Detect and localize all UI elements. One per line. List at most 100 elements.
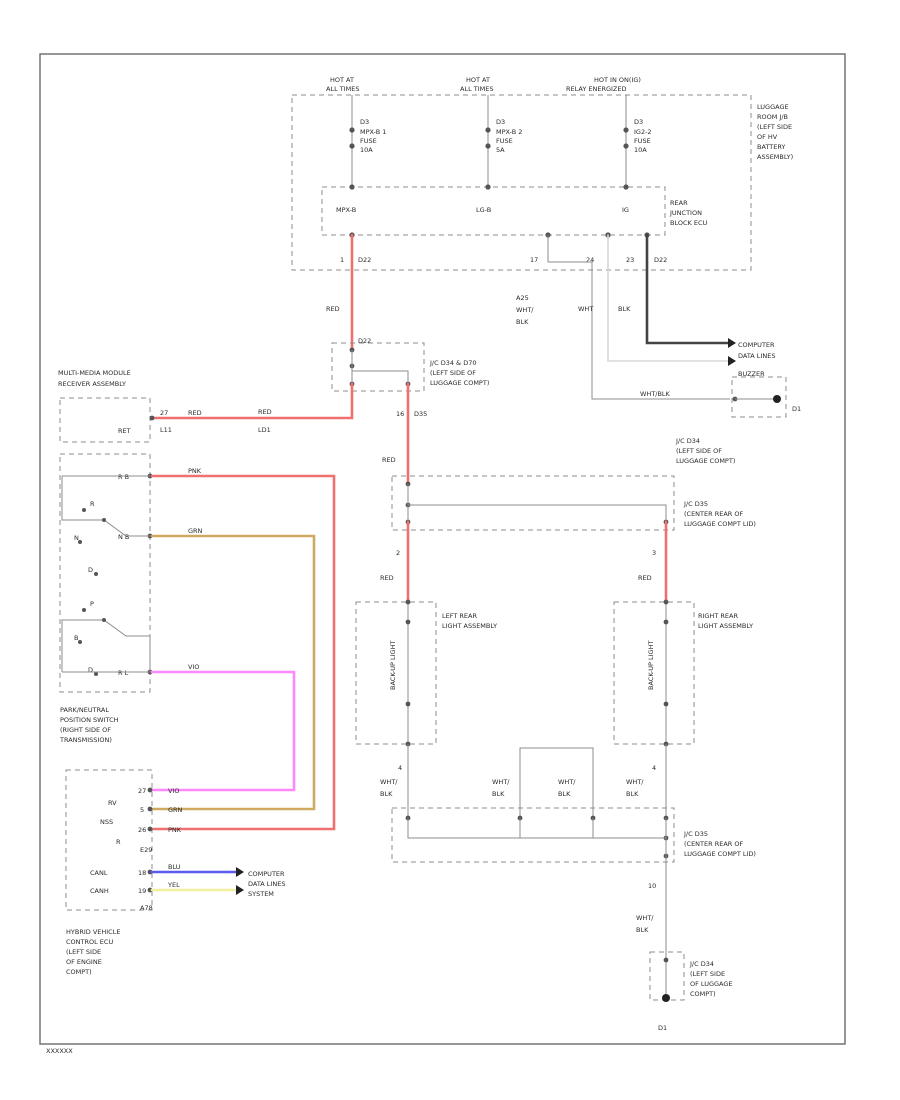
fuse2-rating: 5A: [496, 146, 505, 154]
rear-jb-line2: JUNCTION: [669, 209, 702, 217]
computer-system-3: SYSTEM: [248, 890, 274, 898]
computer-data-lines-2: DATA LINES: [738, 352, 775, 360]
pin-2-left: 2: [396, 549, 400, 557]
switch-pos-p: P: [90, 600, 94, 608]
wire-grn2-label: GRN: [168, 806, 183, 814]
arrow-computer-1: [728, 338, 736, 348]
arrow-computer-3: [236, 867, 244, 877]
jc2-line1: J/C D34: [675, 437, 700, 445]
wire-blu-label: BLU: [168, 863, 181, 871]
wire-wht-blk-1b: BLK: [516, 318, 529, 326]
fuse3-number: D3: [634, 118, 643, 126]
computer-system-2: DATA LINES: [248, 880, 285, 888]
switch-rl: R L: [118, 669, 129, 677]
footer-code: XXXXXX: [46, 1047, 73, 1055]
hot-label-3-top: HOT IN ON(IG): [594, 76, 641, 84]
wire-grn-label: GRN: [188, 527, 203, 535]
ground-d1-label: D1: [792, 405, 801, 413]
ecu-27: 27: [138, 787, 146, 795]
switch-nb: N B: [118, 533, 129, 541]
jc5-line4: COMPT): [690, 990, 716, 998]
fuse1-type: FUSE: [360, 137, 377, 145]
fuse1-number: D3: [360, 118, 369, 126]
rear-junction-block-box: [321, 186, 666, 236]
buzzer-label: BUZZER: [738, 370, 765, 378]
pn-line4: TRANSMISSION): [59, 736, 112, 744]
mm-line1: MULTI-MEDIA MODULE: [58, 369, 131, 377]
ecu-rv: RV: [108, 799, 117, 807]
conn-27: 27: [160, 409, 168, 417]
wire-vio: [148, 670, 296, 792]
right-rear-light-box: [613, 601, 695, 745]
jc4-line2: (CENTER REAR OF: [684, 840, 743, 848]
jc5-line2: (LEFT SIDE: [690, 970, 725, 978]
wire-red-multimedia: [152, 382, 354, 420]
luggage-jb-line6: ASSEMBLY): [757, 153, 793, 161]
jc-d35-box: [391, 807, 675, 863]
wire-a25: A25: [516, 294, 529, 302]
jc2-line2: (LEFT SIDE OF: [676, 447, 722, 455]
pin-16: 16: [396, 410, 404, 418]
jc5-line1: J/C D34: [689, 960, 714, 968]
outer-frame: [39, 53, 846, 1045]
conn-l11: L11: [160, 426, 172, 434]
ecu-18: 18: [138, 869, 146, 877]
buzzer-box: [731, 376, 787, 418]
luggage-jb-line1: LUGGAGE: [757, 103, 789, 111]
fuse3-name: IG2-2: [634, 128, 652, 136]
switch-pos-r: R: [90, 500, 95, 508]
hv-line3: (LEFT SIDE: [66, 948, 101, 956]
fuse2-type: FUSE: [496, 137, 513, 145]
ws5b: BLK: [636, 926, 649, 934]
jc3-line2: (CENTER REAR OF: [684, 510, 743, 518]
fuse2-number: D3: [496, 118, 505, 126]
pn-line1: PARK/NEUTRAL: [60, 706, 109, 714]
wire-red-d35: RED: [382, 456, 396, 464]
ecu-canl: CANL: [90, 869, 108, 877]
fuse3-type: FUSE: [634, 137, 651, 145]
wire-red-mm: RED: [188, 409, 202, 417]
switch-pos-n: N: [74, 534, 79, 542]
ig-terminal: IG: [622, 206, 629, 214]
jc5-line3: OF LUGGAGE: [690, 980, 733, 988]
hot-label-3-bottom: RELAY ENERGIZED: [566, 85, 626, 93]
pin-23: 23: [626, 256, 634, 264]
wire-wht-blk-buzzer: [547, 235, 730, 400]
arrow-computer-2: [728, 356, 736, 366]
pin-17: 17: [530, 256, 538, 264]
fuse-mpx-b1: [349, 95, 355, 190]
hv-line5: COMPT): [66, 968, 92, 976]
wire-vio-label: VIO: [188, 663, 199, 671]
fuse3-rating: 10A: [634, 146, 647, 154]
luggage-jb-line2: ROOM J/B: [757, 113, 788, 121]
jc4-line1: J/C D35: [683, 830, 708, 838]
wire-red-mid: RED: [258, 408, 272, 416]
right-rear-line1: RIGHT REAR: [698, 612, 738, 620]
wire-red-top: RED: [326, 305, 340, 313]
lgb-terminal: LG-B: [476, 206, 491, 214]
wire-blk: BLK: [618, 305, 631, 313]
ws2b: BLK: [492, 790, 505, 798]
pin-d22-left: D22: [358, 256, 371, 264]
ecu-canh: CANH: [90, 887, 109, 895]
fuse1-name: MPX-B 1: [360, 128, 386, 136]
left-backup-label: BACK-UP LIGHT: [389, 641, 397, 690]
mpxb-terminal: MPX-B: [336, 206, 356, 214]
jc-d34-box: [391, 475, 675, 531]
wire-pnk-label: PNK: [188, 467, 202, 475]
switch-rb: R B: [118, 473, 129, 481]
left-rear-line1: LEFT REAR: [442, 612, 477, 620]
ecu-19: 19: [138, 887, 146, 895]
left-rear-line2: LIGHT ASSEMBLY: [442, 622, 497, 630]
pin-24: 24: [586, 256, 594, 264]
ws1b: BLK: [380, 790, 393, 798]
pin-1: 1: [340, 256, 344, 264]
ground-d1-top: [773, 395, 781, 403]
pn-line2: POSITION SWITCH: [60, 716, 119, 724]
ecu-26: 26: [138, 826, 146, 834]
ecu-nss: NSS: [100, 818, 113, 826]
hot-label-2-bottom: ALL TIMES: [460, 85, 493, 93]
rear-jb-line1: REAR: [670, 199, 688, 207]
pin-3-right: 3: [652, 549, 656, 557]
